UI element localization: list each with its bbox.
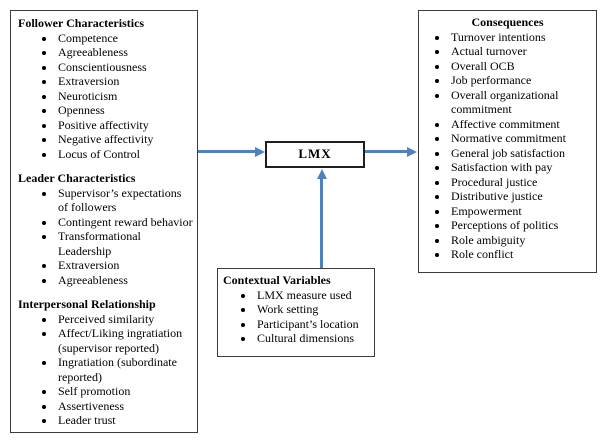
list-item: Perceptions of politics bbox=[449, 218, 592, 233]
list-item: Supervisor’s expectations of followers bbox=[56, 186, 193, 215]
list-item: Affect/Liking ingratiation (supervisor r… bbox=[56, 326, 193, 355]
follower-characteristics-section: Follower Characteristics CompetenceAgree… bbox=[18, 16, 193, 161]
lmx-label: LMX bbox=[298, 146, 332, 162]
list-item: Affective commitment bbox=[449, 117, 592, 132]
list-item: Role ambiguity bbox=[449, 233, 592, 248]
arrow-up-icon bbox=[316, 169, 327, 179]
arrow-right-icon bbox=[255, 146, 265, 157]
list-item: Perceived similarity bbox=[56, 312, 193, 327]
list-item: Negative affectivity bbox=[56, 132, 193, 147]
list-item: Normative commitment bbox=[449, 131, 592, 146]
list-item: LMX measure used bbox=[255, 288, 370, 303]
follower-characteristics-list: CompetenceAgreeablenessConscientiousness… bbox=[18, 31, 193, 162]
list-item: Empowerment bbox=[449, 204, 592, 219]
arrow-line bbox=[320, 179, 323, 268]
list-item: Actual turnover bbox=[449, 44, 592, 59]
lmx-box: LMX bbox=[265, 141, 365, 168]
list-item: Satisfaction with pay bbox=[449, 160, 592, 175]
section-title-interpersonal-relationship: Interpersonal Relationship bbox=[18, 297, 156, 311]
list-item: General job satisfaction bbox=[449, 146, 592, 161]
list-item: Participant’s location bbox=[255, 317, 370, 332]
list-item: Procedural justice bbox=[449, 175, 592, 190]
consequences-list: Turnover intentionsActual turnoverOveral… bbox=[423, 30, 592, 262]
list-item: Job performance bbox=[449, 73, 592, 88]
list-item: Work setting bbox=[255, 302, 370, 317]
list-item: Assertiveness bbox=[56, 399, 193, 414]
list-item: Openness bbox=[56, 103, 193, 118]
list-item: Extraversion bbox=[56, 258, 193, 273]
contextual-variables-list: LMX measure usedWork settingParticipant’… bbox=[223, 288, 370, 346]
list-item: Transformational Leadership bbox=[56, 229, 193, 258]
list-item: Self promotion bbox=[56, 384, 193, 399]
list-item: Locus of Control bbox=[56, 147, 193, 162]
arrow-right-icon bbox=[407, 146, 417, 157]
list-item: Agreeableness bbox=[56, 45, 193, 60]
contextual-variables-box: Contextual Variables LMX measure usedWor… bbox=[217, 268, 375, 357]
leader-characteristics-section: Leader Characteristics Supervisor’s expe… bbox=[18, 171, 193, 287]
consequences-box: Consequences Turnover intentionsActual t… bbox=[418, 10, 597, 273]
list-item: Agreeableness bbox=[56, 273, 193, 288]
list-item: Overall OCB bbox=[449, 59, 592, 74]
arrow-line bbox=[365, 150, 408, 153]
list-item: Positive affectivity bbox=[56, 118, 193, 133]
list-item: Role conflict bbox=[449, 247, 592, 262]
list-item: Leader trust bbox=[56, 413, 193, 428]
section-title-leader-characteristics: Leader Characteristics bbox=[18, 171, 136, 185]
list-item: Conscientiousness bbox=[56, 60, 193, 75]
section-title-consequences: Consequences bbox=[471, 15, 544, 29]
arrow-line bbox=[198, 150, 256, 153]
interpersonal-relationship-section: Interpersonal Relationship Perceived sim… bbox=[18, 297, 193, 428]
antecedents-box: Follower Characteristics CompetenceAgree… bbox=[10, 10, 198, 433]
section-title-follower-characteristics: Follower Characteristics bbox=[18, 16, 145, 30]
list-item: Neuroticism bbox=[56, 89, 193, 104]
list-item: Ingratiation (subordinate reported) bbox=[56, 355, 193, 384]
list-item: Distributive justice bbox=[449, 189, 592, 204]
list-item: Extraversion bbox=[56, 74, 193, 89]
list-item: Overall organizational commitment bbox=[449, 88, 592, 117]
list-item: Cultural dimensions bbox=[255, 331, 370, 346]
interpersonal-relationship-list: Perceived similarityAffect/Liking ingrat… bbox=[18, 312, 193, 428]
list-item: Competence bbox=[56, 31, 193, 46]
list-item: Turnover intentions bbox=[449, 30, 592, 45]
section-title-contextual-variables: Contextual Variables bbox=[223, 273, 331, 287]
list-item: Contingent reward behavior bbox=[56, 215, 193, 230]
leader-characteristics-list: Supervisor’s expectations of followersCo… bbox=[18, 186, 193, 288]
